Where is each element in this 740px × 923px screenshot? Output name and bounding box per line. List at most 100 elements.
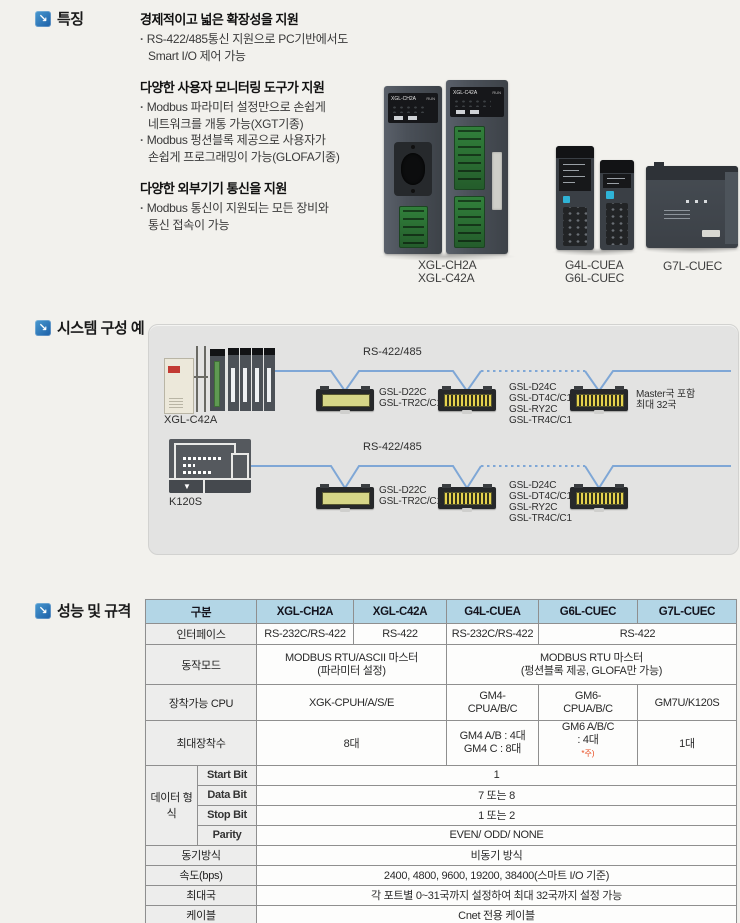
smart-io-module xyxy=(570,386,628,411)
table-row: 최대장착수 8대 GM4 A/B : 4대 GM4 C : 8대 GM6 A/B… xyxy=(145,720,737,766)
row-sublabel: Start Bit xyxy=(197,764,257,786)
system-diagram: XGL-C42A ▼ K120S RS-422/485 RS-422/485 xyxy=(148,324,739,555)
bus-label: RS-422/485 xyxy=(363,441,422,453)
pcb-strip xyxy=(214,361,220,407)
spec-table: 구분 XGL-CH2A XGL-C42A G4L-CUEA G6L-CUEC G… xyxy=(145,599,737,923)
row-label: 속도(bps) xyxy=(145,864,257,886)
table-row: 최대국 각 포트별 0~31국까지 설정하여 최대 32국까지 설정 가능 xyxy=(145,884,737,906)
cell: GM7U/K120S xyxy=(637,684,737,721)
rack-rail-bar xyxy=(194,376,208,378)
drop-label-line: GSL-D24C xyxy=(509,382,557,393)
module-terminals xyxy=(576,492,624,505)
module-cap xyxy=(600,160,634,173)
stripe xyxy=(563,176,585,177)
dsub9-connector xyxy=(394,142,432,196)
system-section-title: 시스템 구성 예 xyxy=(57,320,145,337)
product-caption: G7L-CUEC xyxy=(663,259,722,274)
cell: Cnet 전용 케이블 xyxy=(256,904,737,923)
col-header: G6L-CUEC xyxy=(538,599,638,624)
terminal-row xyxy=(183,464,195,467)
k120s-port-notch xyxy=(231,453,249,481)
row-sublabel: Data Bit xyxy=(197,784,257,806)
row-label: 동작모드 xyxy=(145,644,257,685)
drop-label-line: Master국 포함 xyxy=(636,389,695,400)
terminal-slots xyxy=(403,210,424,244)
module-buttons xyxy=(394,116,420,120)
cell: 1대 xyxy=(637,720,737,766)
arrow-down-right-icon: ↘ xyxy=(35,319,51,336)
cell-line: (펑션블록 제공, GLOFA만 가능) xyxy=(520,664,663,677)
product-photos: XGL-CH2A RUN XGL-C42A RUN xyxy=(375,70,740,290)
row-label: 케이블 xyxy=(145,904,257,923)
row-label: 동기방식 xyxy=(145,844,257,866)
cell-line: CPUA/B/C xyxy=(467,702,518,715)
terminal-screws xyxy=(563,207,587,246)
table-row: Stop Bit 1 또는 2 xyxy=(146,804,737,826)
smart-io-module xyxy=(438,484,496,509)
row-sublabel: Parity xyxy=(197,824,257,846)
feature-heading: 경제적이고 넓은 확장성을 지원 xyxy=(140,12,299,27)
cell: RS-422 xyxy=(538,623,737,645)
row-label: 최대장착수 xyxy=(145,720,257,766)
arrow-down-right-icon: ↘ xyxy=(35,602,51,619)
feature-line: Modbus 파라미터 설정만으로 손쉽게 xyxy=(140,99,390,116)
device-label: K120S xyxy=(169,496,203,508)
cell: RS-232C/RS-422 xyxy=(256,623,354,645)
terminal-row xyxy=(183,471,211,474)
terminal-slots xyxy=(458,130,481,186)
module-label-area xyxy=(559,159,591,191)
module-terminals xyxy=(444,394,492,407)
product-photo-xgl-c42a: XGL-C42A RUN xyxy=(446,80,508,254)
table-row: Parity EVEN/ ODD/ NONE xyxy=(146,824,737,846)
cell: 1 xyxy=(256,764,737,786)
table-row: Data Bit 7 또는 8 xyxy=(146,784,737,806)
drop-label-line: 최대 32국 xyxy=(636,400,677,411)
module-face-label: XGL-CH2A xyxy=(391,96,417,102)
module-tab xyxy=(320,386,329,390)
table-row: 인터페이스 RS-232C/RS-422 RS-422 RS-232C/RS-4… xyxy=(145,623,737,645)
module-terminals xyxy=(444,492,492,505)
module-terminals xyxy=(576,394,624,407)
cell-line: GM6- xyxy=(574,689,602,702)
band-divider xyxy=(203,480,205,493)
drop-label-line: GSL-RY2C xyxy=(509,404,558,415)
feature-line: Modbus 통신이 지원되는 모든 장비와 xyxy=(140,200,390,217)
spec-table-wrap: 구분 XGL-CH2A XGL-C42A G4L-CUEA G6L-CUEC G… xyxy=(145,599,737,923)
module-tab xyxy=(361,484,370,488)
cell-line: (파라미터 설정) xyxy=(317,664,386,677)
drop-label: GSL-D22C GSL-TR2C/C1 xyxy=(379,485,442,507)
bus-label: RS-422/485 xyxy=(363,346,422,358)
feature-group: 다양한 사용자 모니터링 도구가 지원 Modbus 파라미터 설정만으로 손쉽… xyxy=(140,77,390,165)
drop-label-line: GSL-D22C xyxy=(379,485,427,496)
feature-line: 손쉽게 프로그래밍이 가능(GLOFA기종) xyxy=(148,149,340,164)
module-pad xyxy=(702,230,720,237)
photo-shadow xyxy=(377,252,517,261)
feature-line: RS-422/485통신 지원으로 PC기반에서도 xyxy=(140,31,390,48)
mount-ear xyxy=(654,162,664,167)
module-face: XGL-C42A RUN xyxy=(450,87,504,117)
caption-line: G7L-CUEC xyxy=(663,259,723,273)
plc-k120s: ▼ xyxy=(169,439,251,493)
drop-label-line: GSL-D22C xyxy=(379,387,427,398)
drop-label: Master국 포함 최대 32국 xyxy=(636,389,695,411)
module-tab xyxy=(483,484,492,488)
cell: GM6 A/B/C : 4대*주) xyxy=(538,720,638,766)
module-tab xyxy=(442,386,451,390)
cell-text: : 4대 xyxy=(577,734,599,746)
cell: 비동기 방식 xyxy=(256,844,737,866)
terminal-block xyxy=(454,196,485,248)
caption-line: G6L-CUEC xyxy=(565,271,625,285)
status-led xyxy=(563,196,570,203)
features-section-header: ↘ 특징 xyxy=(35,8,84,29)
table-row: 동기방식 비동기 방식 xyxy=(145,844,737,866)
smart-io-module xyxy=(316,484,374,509)
module-face-label: XGL-C42A xyxy=(453,90,478,96)
cell: GM4- CPUA/B/C xyxy=(446,684,539,721)
cell: 각 포트별 0~31국까지 설정하여 최대 32국까지 설정 가능 xyxy=(256,884,737,906)
cell: MODBUS RTU/ASCII 마스터 (파라미터 설정) xyxy=(256,644,447,685)
caption-line: XGL-C42A xyxy=(418,271,475,285)
product-caption: XGL-CH2A XGL-C42A xyxy=(418,259,477,285)
cell: XGK-CPUH/A/S/E xyxy=(256,684,447,721)
cell: RS-422 xyxy=(353,623,447,645)
drop-label: GSL-D24C GSL-DT4C/C1 GSL-RY2C GSL-TR4C/C… xyxy=(509,480,572,524)
